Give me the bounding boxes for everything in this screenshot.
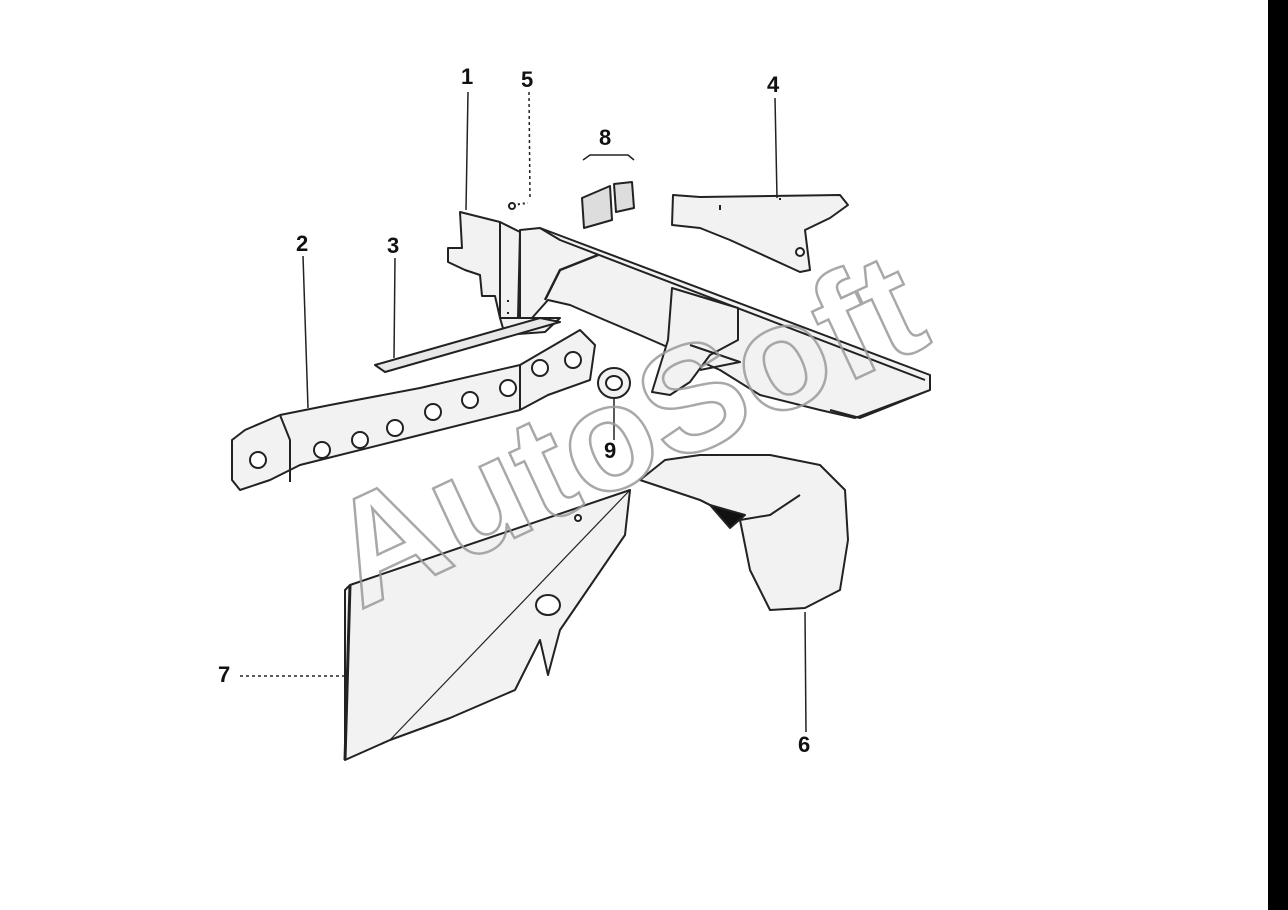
callout-5: 5: [521, 67, 534, 92]
callout-9: 9: [604, 438, 617, 463]
callout-3: 3: [387, 233, 400, 258]
right-border: [1268, 0, 1288, 910]
part-7-panel: [343, 489, 631, 761]
part-9-grommet: [597, 367, 631, 399]
part-4-bracket: [671, 194, 849, 273]
part-6-wheelarch: [639, 454, 849, 611]
callout-1: 1: [461, 64, 474, 89]
part-1-crossmember: [447, 211, 931, 419]
part-8-pads: [581, 154, 635, 229]
callout-2: 2: [296, 231, 309, 256]
part-3-strip: [374, 317, 561, 373]
callout-7: 7: [218, 662, 231, 687]
part-2-beam: [231, 329, 596, 491]
leader-lines: [240, 91, 807, 733]
callout-4: 4: [767, 72, 780, 97]
callout-8: 8: [599, 125, 612, 150]
callout-6: 6: [798, 732, 811, 757]
part-5-screw: [507, 202, 529, 210]
